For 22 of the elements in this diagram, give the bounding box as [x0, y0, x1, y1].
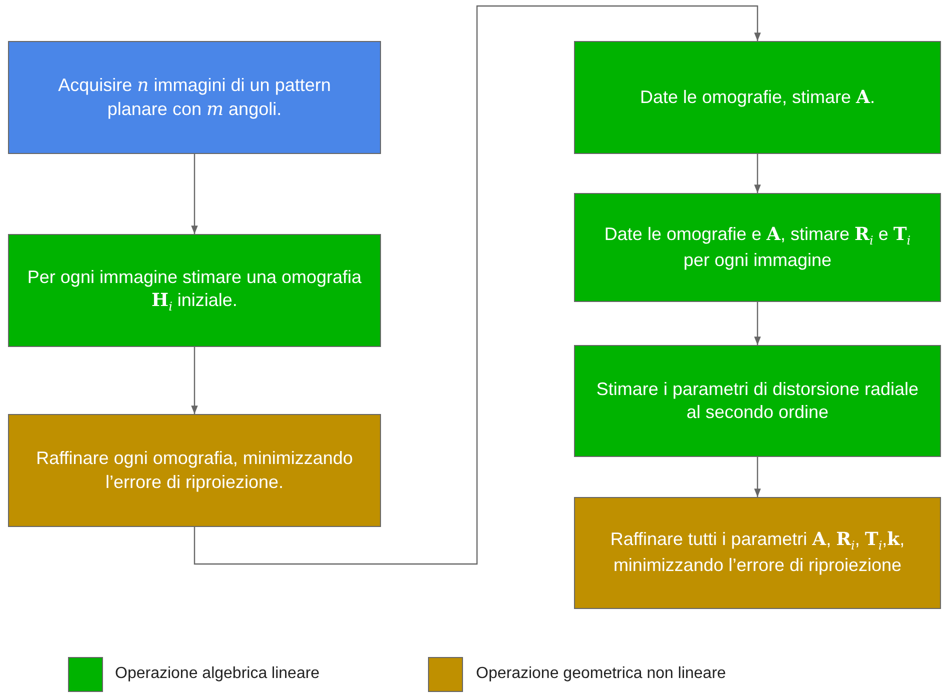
arrow	[194, 5, 761, 565]
arrow	[754, 302, 761, 345]
legend-text: Operazione geometrica non lineare	[476, 665, 726, 683]
arrow	[191, 347, 198, 414]
step-text: Per ogni immagine stimare una omografia H$_{i}$ iniziale.	[26, 266, 363, 316]
step-text: Stimare i parametri di distorsione radiale al secondo ordine	[595, 378, 920, 424]
process-box	[574, 193, 941, 302]
step-text: Date le omografie, stimare A.	[638, 86, 876, 110]
legend-text: Operazione algebrica lineare	[115, 665, 320, 683]
process-box	[574, 345, 941, 457]
process-box	[574, 497, 941, 609]
process-box	[8, 234, 381, 347]
arrow	[754, 154, 761, 193]
process-box	[8, 41, 381, 154]
process-box	[8, 414, 381, 527]
process-box	[574, 41, 941, 154]
arrow	[754, 457, 761, 497]
step-text: Raffinare ogni omografia, minimizzando l’errore di riproiezione.	[35, 447, 354, 494]
arrow	[191, 154, 198, 234]
step-text: Raffinare tutti i parametri A, R$_{i}$, T$_{i}$,k, minimizzando l’errore di riproiezione	[609, 528, 906, 578]
step-text: Date le omografie e A, stimare R$_{i}$ e T$_{i}$ per ogni immagine	[603, 222, 912, 272]
step-text: Acquisire n immagini di un pattern planare con m angoli.	[57, 74, 332, 121]
